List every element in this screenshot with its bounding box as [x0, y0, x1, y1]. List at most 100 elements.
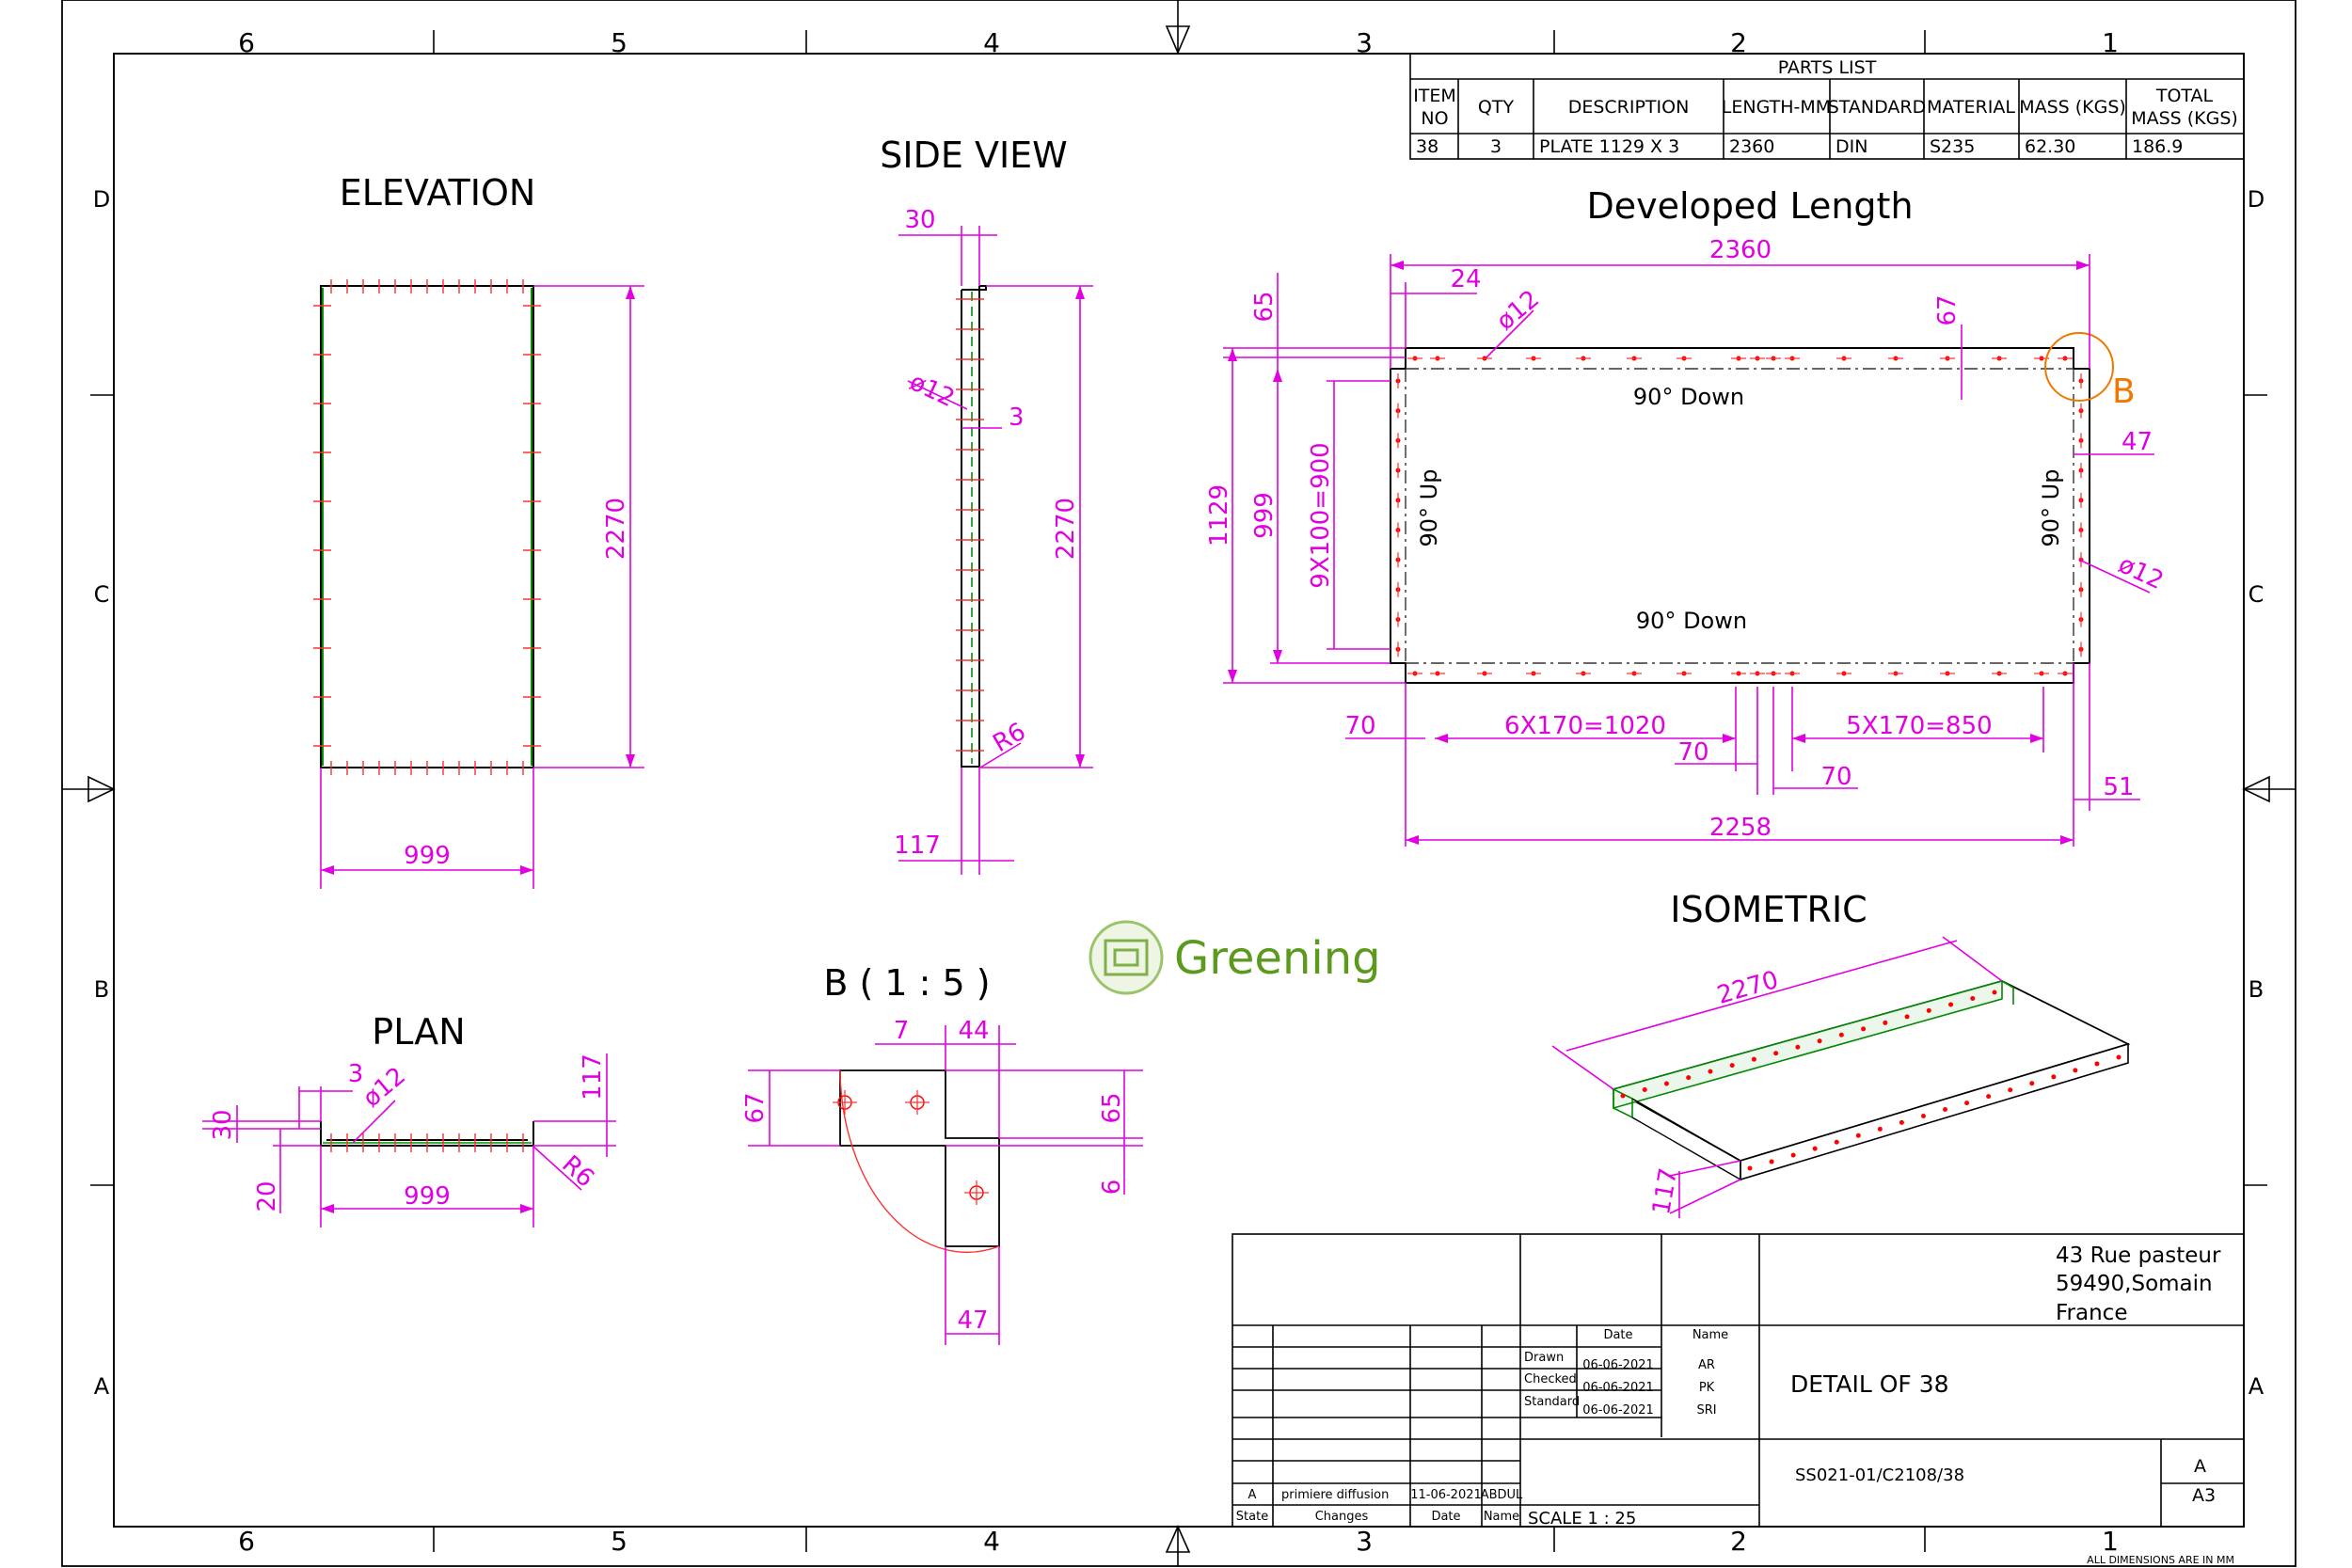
grid-row-label: A	[94, 1373, 110, 1400]
iso-back-flange	[1613, 979, 2003, 1110]
dim-detail-47: 47	[957, 1307, 988, 1335]
hole-mark	[1790, 1152, 1796, 1158]
bend-label-left: 90° Up	[1416, 469, 1442, 547]
grid-row-label: B	[2249, 976, 2264, 1003]
dim-iso-length: 2270	[1714, 966, 1782, 1010]
grid-row-label: A	[2249, 1373, 2265, 1400]
dim-dev-24: 24	[1450, 265, 1481, 293]
grid-col-label: 2	[1730, 1526, 1747, 1557]
hole-mark	[1943, 1107, 1948, 1113]
view-title-developed: Developed Length	[1586, 185, 1913, 227]
side-profile	[961, 285, 987, 768]
dim-dev-hole-top: ø12	[1491, 285, 1545, 336]
hole-mark	[1773, 1051, 1779, 1056]
hole-mark	[1920, 1113, 1926, 1118]
rev-change: primiere diffusion	[1281, 1488, 1389, 1502]
grid-col-label: 6	[238, 1526, 255, 1557]
parts-list: PARTS LIST ITEM NO QTY DESCRIPTION LENGT…	[1409, 53, 2245, 160]
dim-plan-117: 117	[579, 1053, 607, 1101]
col-date-label: Date	[1603, 1328, 1632, 1342]
dim-detail-65: 65	[1098, 1092, 1126, 1123]
hole-mark	[1948, 1002, 1954, 1007]
dim-dev-2258: 2258	[1709, 814, 1772, 842]
checked-name: PK	[1699, 1381, 1715, 1395]
standard-date: 06-06-2021	[1582, 1403, 1654, 1418]
checked-date: 06-06-2021	[1582, 1381, 1654, 1395]
bend-label-right: 90° Up	[2038, 469, 2064, 547]
logo-text: Greening	[1174, 932, 1381, 985]
rev-name: ABDUL	[1481, 1488, 1523, 1502]
drawn-name: AR	[1698, 1358, 1715, 1372]
elevation-outline	[320, 285, 534, 768]
address-line: 59490,Somain	[2056, 1272, 2213, 1296]
grid-col-label: 3	[1356, 1526, 1373, 1557]
hole-mark	[1986, 1094, 1992, 1100]
grid-col-label: 6	[238, 27, 255, 58]
header-standard: STANDARD	[1828, 97, 1927, 118]
hole-mark	[1904, 1014, 1910, 1020]
hole-mark	[2073, 1068, 2078, 1073]
hole-mark	[1769, 1159, 1774, 1164]
isometric-view: 2270 117	[1551, 936, 2131, 1218]
hole-mark	[2094, 1061, 2100, 1067]
elevation-dimensions: 2270 999	[320, 285, 644, 889]
grid-col-label: 1	[2102, 1526, 2119, 1557]
cell-total-mass: 186.9	[2132, 136, 2183, 157]
elevation-view: 2270 999	[313, 279, 644, 889]
hole-mark	[1751, 1056, 1756, 1062]
footer-state: State	[1236, 1510, 1268, 1524]
grid-col-label: 1	[2102, 27, 2119, 58]
footer-changes: Changes	[1315, 1510, 1369, 1524]
parts-list-header: ITEM NO QTY DESCRIPTION LENGTH-MM STANDA…	[1413, 86, 2238, 129]
header-material: MATERIAL	[1927, 97, 2015, 118]
revision-cell: A	[2194, 1456, 2206, 1477]
hole-mark	[1663, 1081, 1669, 1086]
hole-mark	[1729, 1063, 1735, 1069]
parts-list-row: 38 3 PLATE 1129 X 3 2360 DIN S235 62.30 …	[1416, 136, 2183, 157]
side-hole-marks	[956, 298, 984, 752]
iso-side-flange	[1740, 1042, 2129, 1181]
side-view: 30 ø12 3 2270 R6 117	[894, 206, 1093, 875]
hole-mark	[1883, 1020, 1888, 1025]
view-title-side: SIDE VIEW	[880, 135, 1067, 176]
grid-col-label: 2	[1730, 27, 1747, 58]
bend-label-top: 90° Down	[1633, 384, 1744, 410]
dim-detail-7: 7	[894, 1017, 910, 1045]
dimensions-note: ALL DIMENSIONS ARE IN MM	[2087, 1554, 2234, 1566]
hole-mark	[2029, 1081, 2035, 1086]
drawing-title: DETAIL OF 38	[1790, 1370, 1949, 1398]
developed-hole-marks	[1395, 356, 2084, 676]
scale-label: SCALE 1 : 25	[1528, 1509, 1636, 1528]
rev-date: 11-06-2021	[1410, 1488, 1482, 1502]
hole-mark	[1964, 1101, 1970, 1106]
dim-side-thickness: 3	[1009, 404, 1025, 432]
size-cell: A3	[2192, 1485, 2216, 1506]
hole-mark	[1926, 1007, 1931, 1013]
dim-plan-3: 3	[348, 1060, 364, 1088]
dim-plan-999: 999	[404, 1182, 451, 1211]
hole-mark	[1708, 1069, 1713, 1074]
cell-length: 2360	[1729, 136, 1774, 157]
col-name-label: Name	[1692, 1328, 1728, 1342]
dim-side-hole: ø12	[905, 368, 959, 413]
hole-mark	[1899, 1119, 1904, 1125]
grid-labels: 6 5 4 3 2 1 6 5 4 3 2 1 D C B A D C B A	[93, 27, 2265, 1557]
dim-dev-70c: 70	[1820, 763, 1851, 791]
logo-emblem	[1089, 920, 1164, 995]
view-title-isometric: ISOMETRIC	[1670, 889, 1867, 930]
grid-col-label: 3	[1356, 27, 1373, 58]
developed-dimensions: 2360 24 ø12 67 65 1129 999 9X100=900	[1205, 236, 2168, 847]
dim-dev-70a: 70	[1344, 712, 1375, 740]
drawn-label: Drawn	[1524, 1351, 1564, 1365]
cell-standard: DIN	[1836, 136, 1867, 157]
developed-view: 90° Down 90° Down 90° Up 90° Up B 2360 2…	[1205, 236, 2168, 847]
checked-label: Checked	[1524, 1372, 1577, 1386]
dim-detail-6: 6	[1098, 1180, 1126, 1196]
header-item-no: NO	[1421, 108, 1448, 129]
dim-dev-47: 47	[2122, 428, 2153, 456]
dim-side-height: 2270	[1052, 498, 1080, 560]
hole-mark	[1992, 990, 1997, 995]
side-dimensions: 30 ø12 3 2270 R6 117	[894, 206, 1093, 875]
dim-dev-999: 999	[1250, 492, 1279, 539]
dim-plan-hole: ø12	[358, 1062, 411, 1113]
